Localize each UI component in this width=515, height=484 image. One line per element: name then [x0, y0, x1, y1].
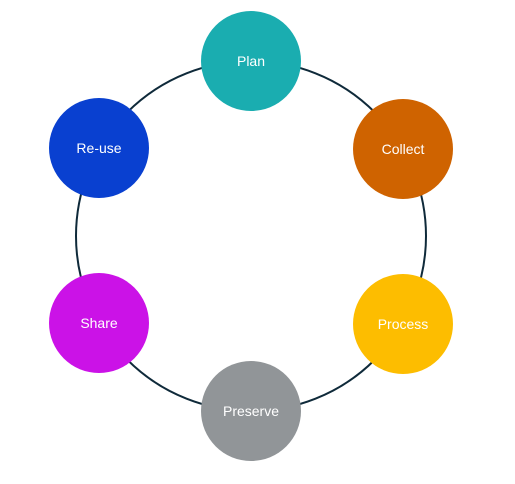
stage-share: Share — [49, 273, 149, 373]
stage-plan: Plan — [201, 11, 301, 111]
stage-label: Share — [80, 315, 118, 331]
stage-label: Process — [377, 316, 429, 332]
stage-label: Collect — [381, 141, 425, 157]
stage-preserve: Preserve — [201, 361, 301, 461]
stage-process: Process — [353, 274, 453, 374]
stage-label: Preserve — [222, 403, 280, 419]
stage-label: Plan — [236, 53, 266, 69]
stage-label: Re-use — [76, 140, 122, 156]
stage-re-use: Re-use — [49, 98, 149, 198]
stage-collect: Collect — [353, 99, 453, 199]
